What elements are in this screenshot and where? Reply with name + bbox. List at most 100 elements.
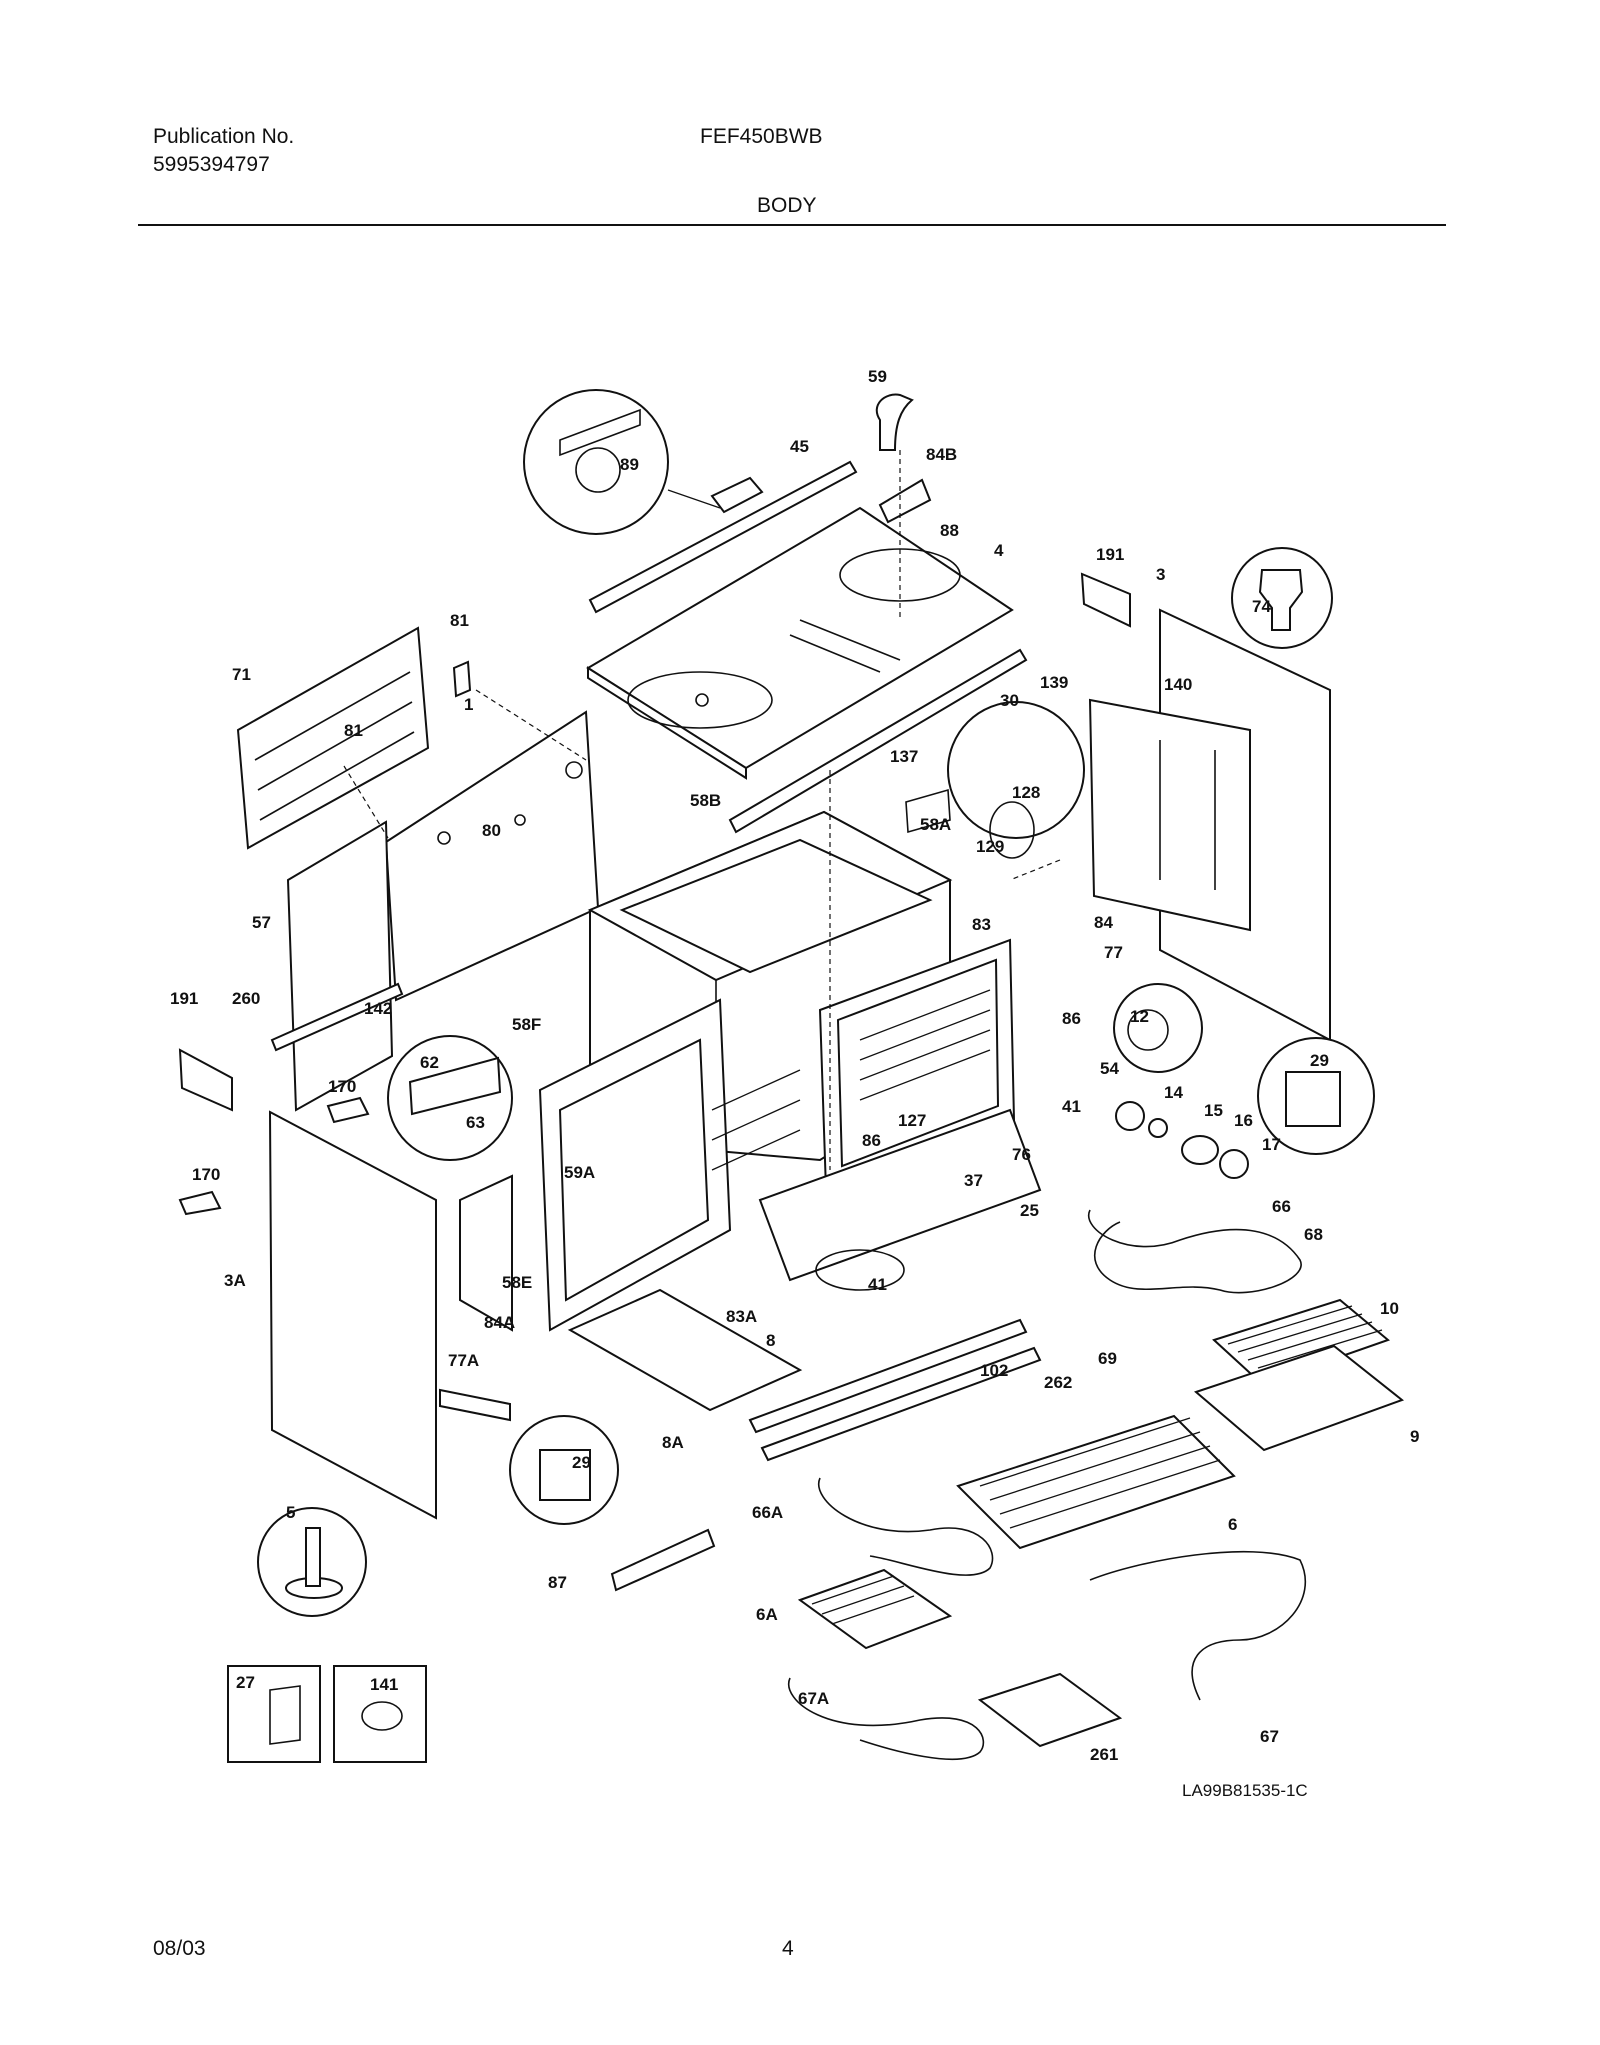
bake-element-66A — [817, 1477, 994, 1576]
front-trim-bar-45 — [588, 460, 858, 614]
callout-label: 128 — [1012, 783, 1040, 802]
bracket-84A — [459, 1174, 513, 1332]
broil-element-66 — [1087, 1209, 1302, 1294]
vent-duct-59 — [875, 393, 914, 451]
callout-label: 9 — [1410, 1427, 1419, 1446]
callout-label: 68 — [1304, 1225, 1323, 1244]
bottom-panel-8A — [567, 1288, 803, 1412]
callout-label: 191 — [1096, 545, 1124, 564]
callout-label: 77A — [448, 1351, 479, 1370]
model-number: FEF450BWB — [700, 125, 823, 148]
callout-label: 261 — [1090, 1745, 1118, 1764]
callout-label: 77 — [1104, 943, 1123, 962]
section-title: BODY — [757, 194, 817, 217]
callout-label: 66 — [1272, 1197, 1291, 1216]
callout-label: 66A — [752, 1503, 783, 1522]
lamp-assembly — [1113, 983, 1249, 1179]
bracket-77A — [439, 1388, 511, 1422]
callout-label: 58F — [512, 1015, 541, 1034]
callout-label: 86 — [862, 1131, 881, 1150]
callout-label: 262 — [1044, 1373, 1072, 1392]
broiler-pan-9 — [1194, 1344, 1405, 1452]
callout-label: 83 — [972, 915, 991, 934]
publication-number: 5995394797 — [153, 153, 270, 176]
publication-label: Publication No. — [153, 125, 295, 148]
side-panel-140 — [1088, 698, 1251, 932]
callout-label: 102 — [980, 1361, 1008, 1380]
callout-label: 1 — [464, 695, 473, 714]
callout-label: 6 — [1228, 1515, 1237, 1534]
callout-label: 260 — [232, 989, 260, 1008]
callout-label: 58B — [690, 791, 721, 810]
knob-detail — [1231, 547, 1333, 649]
callout-label: 84A — [484, 1313, 515, 1332]
callout-label: 67A — [798, 1689, 829, 1708]
callout-label: 25 — [1020, 1201, 1039, 1220]
callout-label: 89 — [620, 455, 639, 474]
footer-page-number: 4 — [782, 1937, 794, 1960]
callout-label: 5 — [286, 1503, 295, 1522]
callout-label: 170 — [192, 1165, 220, 1184]
callout-label: 142 — [364, 999, 392, 1018]
leveling-leg-detail — [257, 1507, 367, 1617]
top-panel — [586, 506, 1014, 780]
convection-fan-detail — [905, 701, 1085, 859]
callout-label: 84B — [926, 445, 957, 464]
bracket-87 — [610, 1528, 716, 1592]
callout-label: 57 — [252, 913, 271, 932]
callout-label: 81 — [450, 611, 469, 630]
bracket-81 — [452, 660, 472, 698]
callout-label: 17 — [1262, 1135, 1281, 1154]
footer-date: 08/03 — [153, 1937, 206, 1960]
callout-label: 140 — [1164, 675, 1192, 694]
callout-label: 81 — [344, 721, 363, 740]
callout-label: 83A — [726, 1307, 757, 1326]
callout-label: 30 — [1000, 691, 1019, 710]
rail-102-262 — [748, 1318, 1042, 1462]
callout-label: 58A — [920, 815, 951, 834]
callout-label: 29 — [572, 1453, 591, 1472]
callout-label: 141 — [370, 1675, 398, 1694]
inset-box-27 — [227, 1665, 321, 1763]
callout-label: 88 — [940, 521, 959, 540]
rear-trim-bar-30 — [728, 648, 1028, 834]
callout-label: 87 — [548, 1573, 567, 1592]
assembly-guide-lines — [343, 450, 1061, 1170]
oven-floor — [758, 1108, 1042, 1291]
callout-label: 3 — [1156, 565, 1165, 584]
callout-label: 59 — [868, 367, 887, 386]
clip-170 — [178, 1096, 370, 1216]
callout-label: 12 — [1130, 1007, 1149, 1026]
broiler-grid-10 — [1212, 1298, 1390, 1386]
callout-label: 129 — [976, 837, 1004, 856]
side-panel-57 — [286, 820, 394, 1112]
callout-label: 137 — [890, 747, 918, 766]
callout-label: 80 — [482, 821, 501, 840]
bracket-84B — [878, 478, 932, 524]
bracket-191 — [1080, 572, 1131, 628]
callout-label: 4 — [994, 541, 1004, 560]
drip-pan-261 — [977, 1672, 1123, 1748]
bake-element-67 — [1089, 1550, 1307, 1701]
callout-label: 86 — [1062, 1009, 1081, 1028]
callout-label: 16 — [1234, 1111, 1253, 1130]
callout-label: 76 — [1012, 1145, 1031, 1164]
back-wall-1 — [384, 710, 600, 1002]
drawing-code: LA99B81535-1C — [1182, 1781, 1308, 1800]
callout-label: 15 — [1204, 1101, 1223, 1120]
oven-rack-guides — [711, 989, 991, 1171]
callout-label: 74 — [1252, 597, 1271, 616]
callout-label: 127 — [898, 1111, 926, 1130]
rear-panel-71 — [236, 626, 430, 850]
oven-rack-6 — [956, 1414, 1236, 1550]
callout-label: 6A — [756, 1605, 778, 1624]
bracket-260 — [270, 982, 404, 1052]
callout-label: 84 — [1094, 913, 1113, 932]
callout-label: 3A — [224, 1271, 246, 1290]
callout-label: 59A — [564, 1163, 595, 1182]
callout-label: 8 — [766, 1331, 775, 1350]
header-rule — [138, 224, 1446, 226]
hinge-receptacle-detail-left — [509, 1415, 619, 1525]
